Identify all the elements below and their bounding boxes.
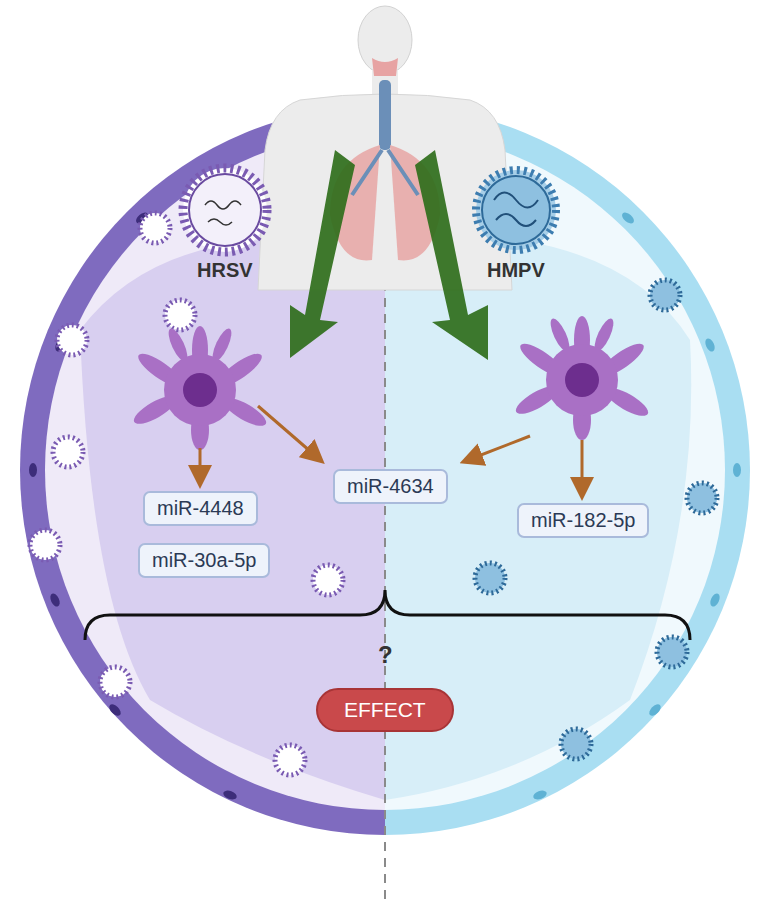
mirna-box: miR-4634 <box>333 469 448 504</box>
dendritic-cell-right <box>512 316 652 440</box>
hmpv-particles <box>475 280 717 759</box>
hrsv-virion <box>183 168 267 252</box>
mirna-box: miR-4448 <box>143 491 258 526</box>
dendritic-cell-left <box>130 326 270 450</box>
infection-arrow-right <box>415 150 488 360</box>
node-text: miR-4448 <box>157 497 244 520</box>
hrsv-particles <box>30 213 343 775</box>
mirna-box: miR-30a-5p <box>138 543 270 578</box>
node-text: EFFECT <box>344 698 426 722</box>
question-mark: ? <box>378 641 393 669</box>
human-figure <box>258 6 512 290</box>
effect-pill: EFFECT <box>316 688 454 732</box>
node-text: miR-30a-5p <box>152 549 256 572</box>
node-text: miR-4634 <box>347 475 434 498</box>
virus-label: HRSV <box>197 259 253 282</box>
brace <box>85 590 690 640</box>
hmpv-virion <box>476 170 556 250</box>
node-text: miR-182-5p <box>531 509 635 532</box>
infection-arrow-left <box>290 150 355 358</box>
virus-label: HMPV <box>487 259 545 282</box>
mirna-box: miR-182-5p <box>517 503 649 538</box>
